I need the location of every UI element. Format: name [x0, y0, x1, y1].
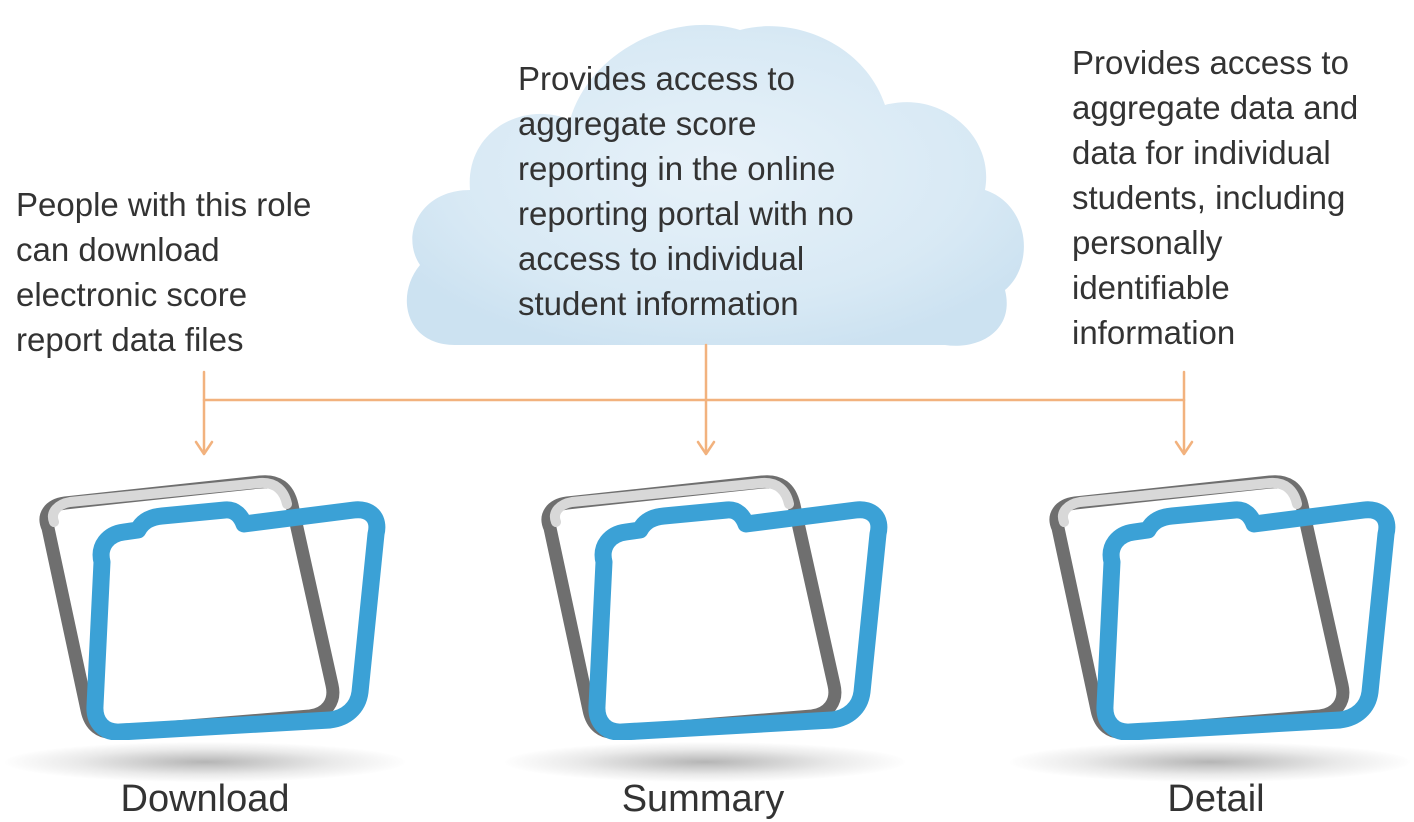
- detail-description: Provides access to aggregate data and da…: [1072, 44, 1359, 351]
- summary-folder-shadow: [505, 742, 905, 782]
- arrowhead-detail: [1174, 440, 1194, 456]
- summary-description: Provides access to aggregate score repor…: [518, 60, 854, 322]
- arrowhead-summary: [696, 440, 716, 456]
- cloud-icon: [406, 24, 1024, 346]
- summary-label: Summary: [621, 778, 785, 820]
- download-description: People with this role can download elect…: [16, 186, 312, 358]
- detail-label: Detail: [1167, 778, 1265, 820]
- download-folder-icon: [39, 475, 386, 740]
- download-folder-shadow: [5, 742, 405, 782]
- download-label: Download: [120, 778, 290, 820]
- arrowhead-download: [194, 440, 214, 456]
- summary-folder-icon: [541, 475, 888, 740]
- detail-folder-icon: [1049, 475, 1396, 740]
- detail-folder-shadow: [1010, 742, 1410, 782]
